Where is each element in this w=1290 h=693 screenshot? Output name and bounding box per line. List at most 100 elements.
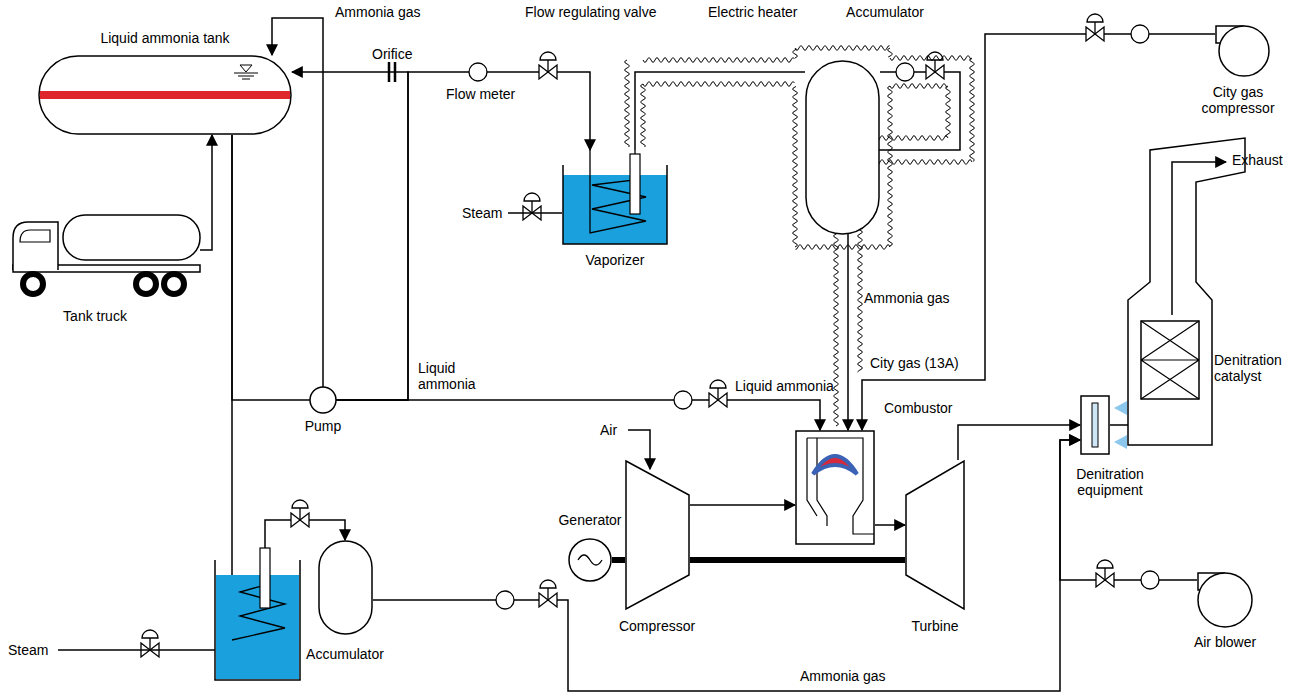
electric-heater-wave: [946, 86, 951, 137]
lower-vaporizer: [260, 548, 270, 608]
shape-outline: [38, 55, 292, 135]
shape-part: [1081, 396, 1109, 454]
accumulator: Accumulator: [318, 540, 373, 635]
orifice: [389, 62, 395, 82]
spray: [1114, 401, 1127, 415]
shape-part: [563, 175, 667, 244]
shape-part: [626, 461, 689, 609]
lower-vaporizer: [232, 585, 285, 640]
exhaust-duct: [1128, 138, 1245, 445]
valve: [524, 193, 540, 201]
shape-part: [20, 230, 50, 242]
exhaust-duct: [1128, 138, 1245, 445]
shape-part: [590, 150, 646, 233]
stream-label: Exhaust: [1232, 152, 1283, 168]
denitration-equipment: Denitration equipment: [1080, 395, 1110, 455]
shape-part: [39, 56, 291, 134]
valve: [292, 500, 308, 508]
flow-meter: [896, 63, 914, 81]
node-label: Denitration catalyst: [1214, 352, 1286, 384]
shape-part: [1141, 321, 1199, 399]
electric-heater-wave: [888, 86, 893, 247]
vaporizer: Vaporizer: [562, 150, 668, 245]
electric-heater-wave: [890, 56, 971, 61]
stream-label: Liquid ammonia: [735, 378, 834, 394]
valve: [1104, 568, 1105, 580]
electric-heater-wave: [625, 60, 630, 147]
stream-label: Flow regulating valve: [525, 4, 657, 20]
electric-heater-wave: [890, 84, 947, 89]
valve: [1087, 14, 1103, 22]
shape-part: [63, 215, 200, 260]
shape-outline: [8, 210, 200, 300]
shape-part: [807, 438, 817, 516]
shape-outline: [795, 430, 875, 545]
shape-outline: [1080, 395, 1110, 455]
lower-vaporizer: [215, 560, 300, 680]
shape-part: [1219, 26, 1269, 76]
node-label: Denitration equipment: [1066, 466, 1154, 498]
node-label: Accumulator: [303, 646, 387, 662]
flow-meter: [469, 63, 487, 81]
node-label: Tank truck: [35, 308, 155, 324]
pump: Pump: [310, 387, 336, 413]
shape-outline: [805, 60, 880, 235]
shaft-line: [690, 557, 905, 563]
shape-part: [807, 438, 874, 534]
pipe-line: [690, 504, 795, 506]
node-label: Air blower: [1180, 634, 1270, 650]
stream-label: Ammonia gas: [800, 668, 886, 684]
electric-heater-wave: [970, 58, 975, 162]
shape-part: [319, 541, 372, 634]
valve: [1097, 560, 1113, 568]
pipe-line: [1060, 440, 1197, 580]
valve: [717, 388, 718, 400]
valve: [531, 201, 532, 213]
valve: [1094, 22, 1095, 34]
node-label: Pump: [293, 418, 353, 434]
node-label: Liquid ammonia tank: [65, 30, 265, 46]
electric-heater-wave: [796, 245, 891, 250]
pipe-line: [336, 72, 590, 400]
stream-label: Ammonia gas: [335, 4, 421, 20]
electric-heater-wave: [888, 48, 893, 57]
shape-part: [569, 539, 611, 581]
gas-compressor: City gas compressor: [1215, 25, 1270, 77]
valve: [540, 52, 556, 60]
pipe-line: [336, 400, 820, 430]
shape-part: [136, 274, 156, 294]
spray: [1114, 401, 1127, 449]
shape-outline: [1140, 320, 1200, 400]
flow-meter: [1131, 25, 1149, 43]
shape-part: [630, 154, 640, 214]
shape-outline: [310, 387, 336, 413]
shape-outline: [625, 460, 690, 610]
shape-part: [806, 61, 879, 234]
pipe-line: [373, 440, 1080, 691]
steam-line: [58, 649, 215, 651]
pipe-line: [958, 425, 1080, 460]
stream-label: Flow meter: [446, 86, 515, 102]
valve: [547, 588, 548, 600]
orifice: [389, 62, 395, 82]
node-label: Turbine: [895, 618, 975, 634]
valve: [547, 60, 548, 72]
shape-outline: [562, 150, 668, 245]
pipe-line: [232, 135, 310, 400]
node-label: Accumulator: [835, 4, 935, 20]
stream-label: Electric heater: [708, 4, 797, 20]
valve: [934, 60, 935, 72]
catalyst-bed: Denitration catalyst: [1140, 320, 1200, 400]
generator: Generator: [568, 538, 612, 582]
node-label: City gas compressor: [1193, 84, 1283, 116]
shape-part: [23, 274, 43, 294]
pipe-line: [635, 72, 805, 150]
stream-label: Steam: [8, 642, 48, 658]
steam-line: [508, 212, 562, 214]
accumulator: Accumulator: [805, 60, 880, 235]
steam-line: [58, 213, 562, 650]
shape-outline: [1215, 25, 1270, 77]
stream-label: Orifice: [372, 46, 412, 62]
tank-truck: Tank truck: [8, 210, 200, 300]
shaft-line: [612, 557, 625, 563]
